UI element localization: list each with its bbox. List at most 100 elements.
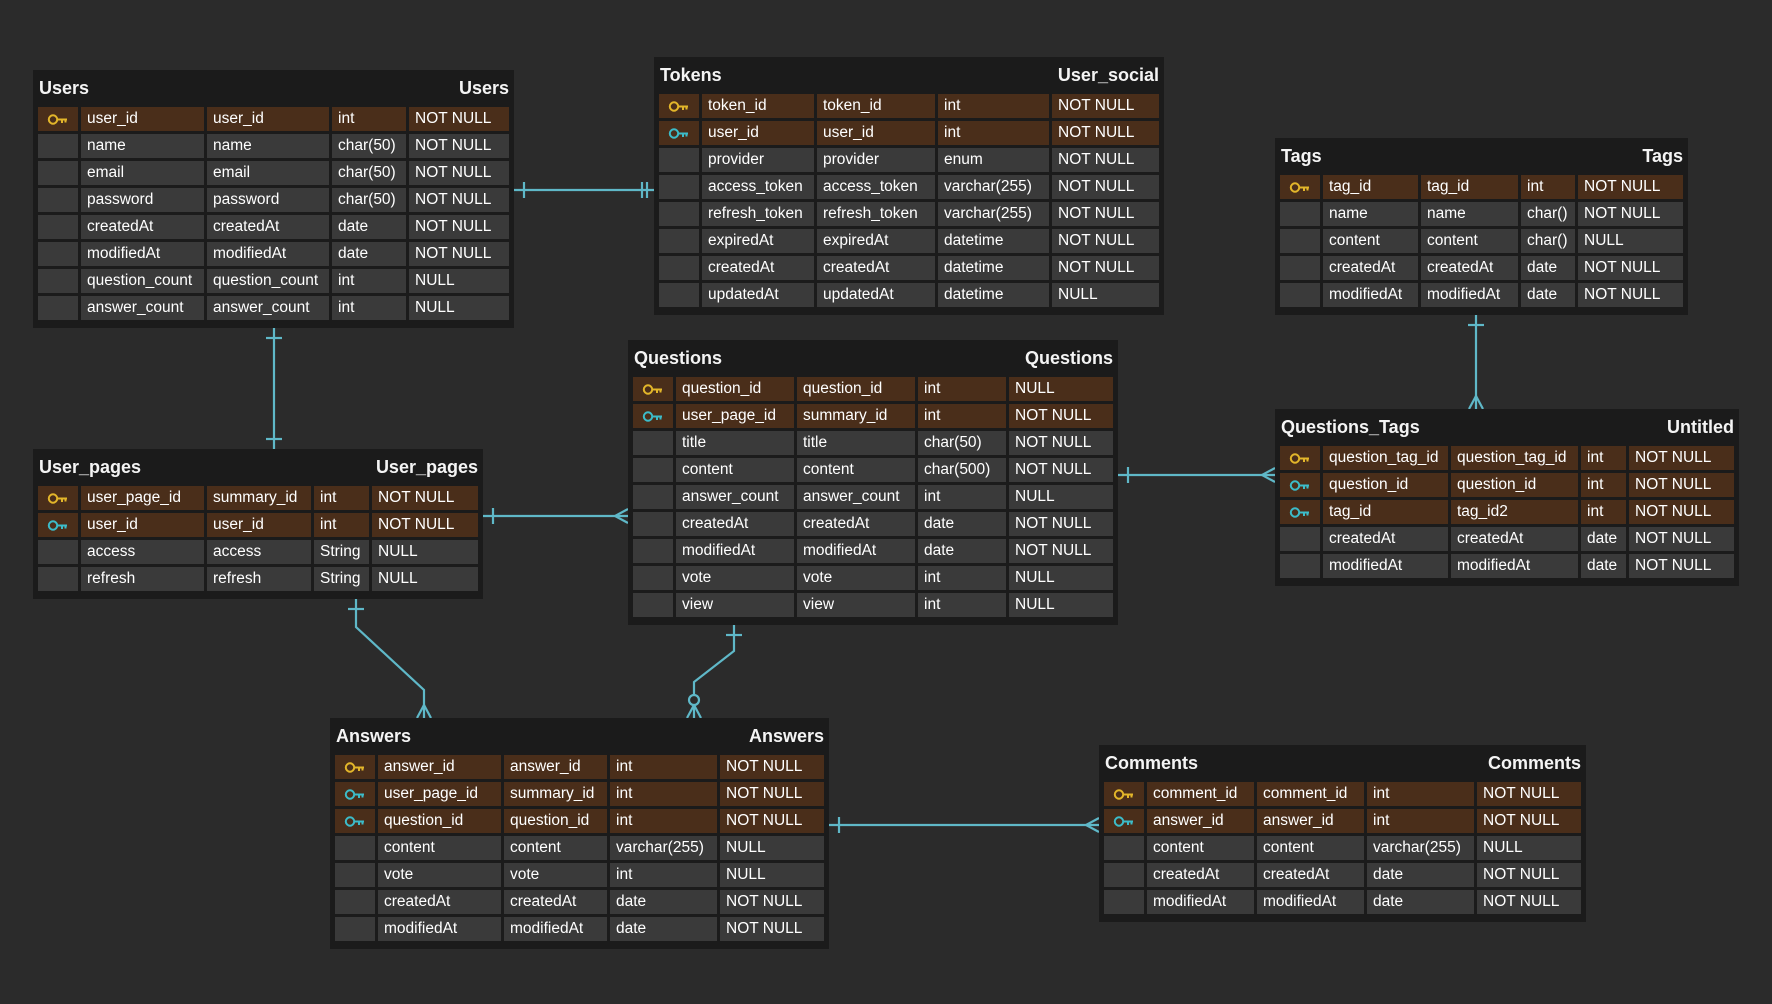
- column-type: date: [332, 215, 406, 239]
- column-alias: content: [1257, 836, 1364, 860]
- column-null: NOT NULL: [409, 134, 509, 158]
- column-name: vote: [378, 863, 501, 887]
- row-marker: [335, 836, 375, 860]
- column-alias: answer_count: [797, 485, 915, 509]
- column-alias: content: [504, 836, 607, 860]
- rel-userpages-answers: [354, 599, 426, 718]
- column-null: NOT NULL: [1009, 512, 1113, 536]
- column-type: date: [610, 917, 717, 941]
- column-alias: answer_count: [207, 296, 329, 320]
- primary-key-icon: [38, 107, 78, 131]
- column-null: NULL: [1009, 377, 1113, 401]
- column-name: question_id: [1323, 473, 1448, 497]
- column-null: NOT NULL: [1477, 782, 1581, 806]
- column-type: int: [938, 121, 1049, 145]
- primary-key-icon: [1280, 175, 1320, 199]
- column-null: NOT NULL: [1052, 256, 1159, 280]
- column-type: varchar(255): [610, 836, 717, 860]
- row-marker: [1280, 229, 1320, 253]
- column-name: modifiedAt: [378, 917, 501, 941]
- column-type: date: [1581, 527, 1626, 551]
- column-name: createdAt: [1323, 527, 1448, 551]
- row-marker: [38, 134, 78, 158]
- column-type: int: [610, 755, 717, 779]
- table-title: Comments: [1105, 753, 1199, 773]
- column-null: NOT NULL: [1578, 283, 1683, 307]
- column-name: access: [81, 540, 204, 564]
- column-name: user_id: [81, 513, 204, 537]
- row-marker: [1280, 283, 1320, 307]
- column-alias: summary_id: [207, 486, 311, 510]
- column-alias: summary_id: [504, 782, 607, 806]
- column-alias: createdAt: [504, 890, 607, 914]
